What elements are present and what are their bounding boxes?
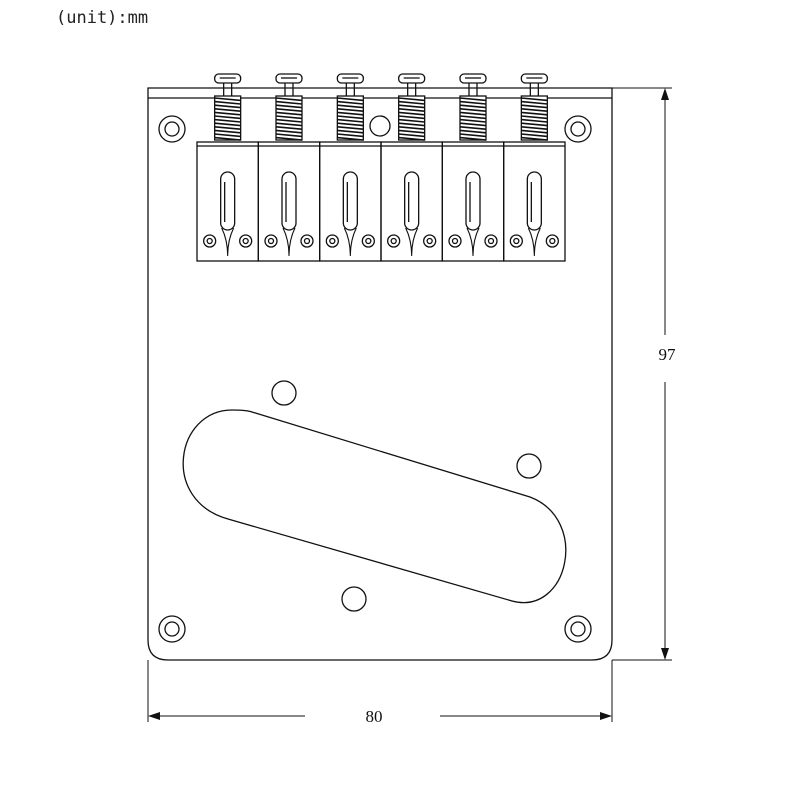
saddle-fin — [282, 227, 296, 257]
width-label: 80 — [366, 707, 383, 726]
saddle-body — [441, 141, 505, 262]
saddle-5 — [441, 73, 505, 262]
string-slot — [281, 171, 297, 231]
width-dimension — [147, 660, 613, 722]
pickup-mount-hole-upper — [271, 380, 297, 406]
saddle-body — [380, 141, 443, 262]
saddle-body — [196, 141, 259, 262]
saddle-6 — [503, 73, 566, 262]
height-screw-left — [387, 234, 401, 248]
mounting-screw-bottom-left — [158, 615, 186, 643]
saddle-body — [257, 141, 321, 262]
string-slot — [465, 171, 481, 231]
saddle-2 — [257, 73, 321, 262]
height-screw-left — [203, 234, 217, 248]
saddle-fin — [405, 227, 419, 257]
intonation-spring — [398, 83, 426, 141]
string-slot — [220, 171, 236, 231]
base-plate-outline — [147, 87, 613, 661]
height-screw-left — [264, 234, 278, 248]
intonation-screw-head — [336, 73, 364, 84]
height-label: 97 — [659, 345, 677, 364]
saddle-body — [503, 141, 566, 262]
pickup-cutout — [182, 409, 567, 604]
string-slot — [404, 171, 420, 231]
height-screw-right — [300, 234, 314, 248]
saddle-fin — [221, 227, 235, 257]
saddle-3 — [319, 73, 382, 262]
height-dimension — [612, 87, 672, 661]
saddle-fin — [466, 227, 480, 257]
intonation-screw-head — [520, 73, 548, 84]
intonation-screw-head — [275, 73, 303, 84]
height-screw-right — [423, 234, 437, 248]
height-screw-left — [325, 234, 339, 248]
intonation-spring — [275, 83, 303, 141]
unit-caption: (unit):mm — [56, 8, 149, 28]
saddle-fin — [527, 227, 541, 257]
mounting-screw-top-right — [564, 115, 592, 143]
intonation-spring — [459, 83, 487, 141]
intonation-spring — [336, 83, 364, 141]
height-screw-left — [448, 234, 462, 248]
string-slot — [342, 171, 358, 231]
center-hole — [369, 115, 391, 137]
intonation-screw-head — [398, 73, 426, 84]
intonation-screw-head — [214, 73, 242, 84]
height-screw-left — [509, 234, 523, 248]
pickup-mount-hole-lower — [341, 586, 367, 612]
height-screw-right — [361, 234, 375, 248]
mounting-screw-bottom-right — [564, 615, 592, 643]
saddle-4 — [380, 73, 443, 262]
saddle-group — [196, 73, 566, 262]
string-slot — [526, 171, 542, 231]
saddle-body — [319, 141, 382, 262]
mounting-screw-top-left — [158, 115, 186, 143]
pickup-mount-hole-right — [516, 453, 542, 479]
height-screw-right — [545, 234, 559, 248]
saddle-fin — [343, 227, 357, 257]
height-screw-right — [484, 234, 498, 248]
intonation-spring — [520, 83, 548, 141]
saddle-1 — [196, 73, 259, 262]
intonation-spring — [214, 83, 242, 141]
intonation-screw-head — [459, 73, 487, 84]
height-screw-right — [239, 234, 253, 248]
